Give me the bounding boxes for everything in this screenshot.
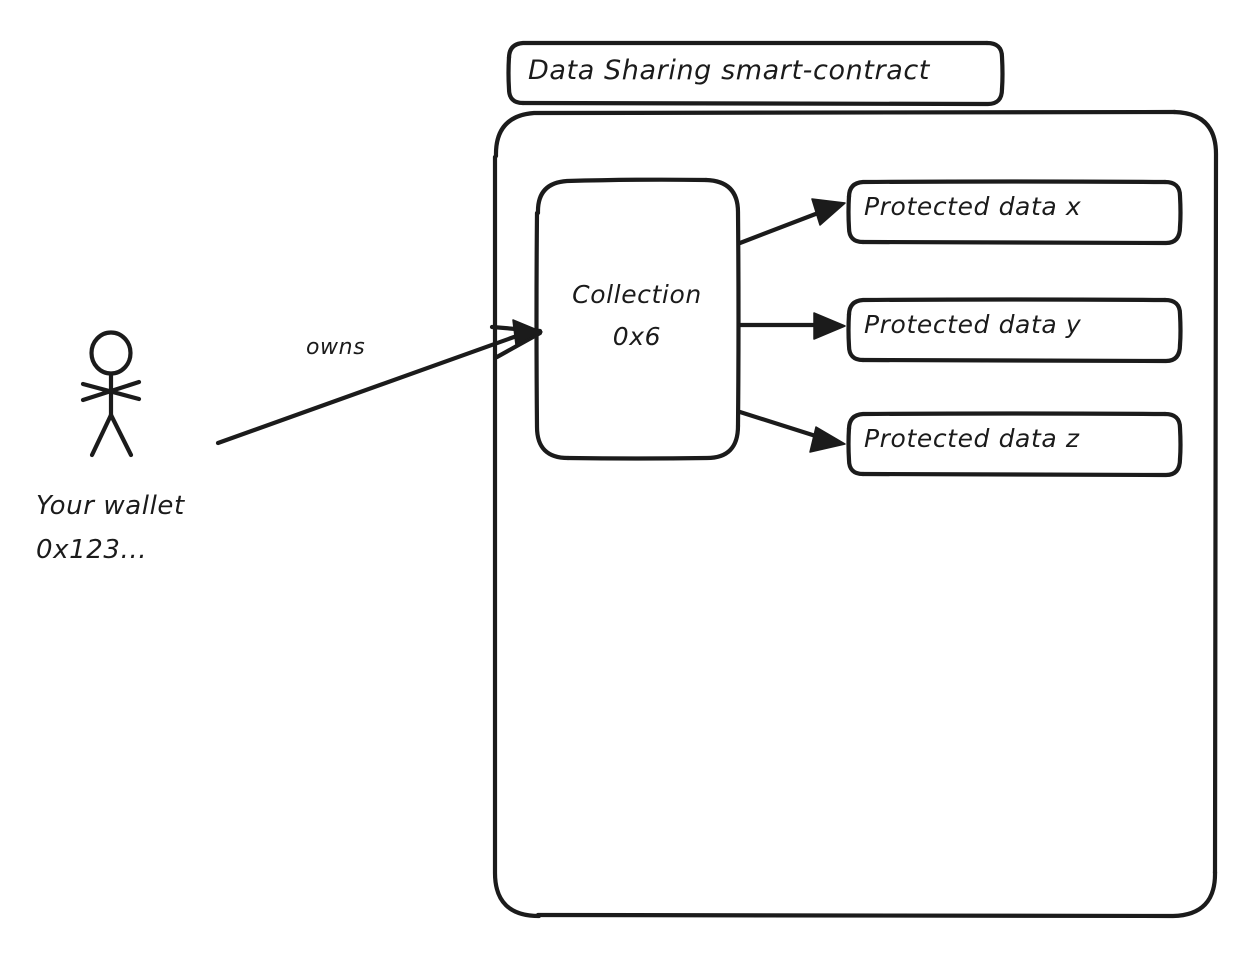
arrow-wallet-owns-collection xyxy=(215,319,543,446)
collection-box[interactable] xyxy=(534,177,741,461)
contract-title-box[interactable] xyxy=(506,40,1005,107)
collection-name-line1: Collection xyxy=(572,280,702,309)
protected-data-label-y: Protected data y xyxy=(864,310,1082,339)
arrow-collection-to-data-y xyxy=(737,312,846,340)
owns-edge-label: owns xyxy=(306,335,366,360)
wallet-person-icon xyxy=(80,330,142,458)
wallet-label: Your wallet 0x123... xyxy=(36,484,296,572)
wallet-label-line2: 0x123... xyxy=(36,535,148,565)
collection-name-line2: 0x6 xyxy=(612,322,662,351)
arrow-collection-to-data-z xyxy=(737,409,846,453)
arrow-collection-to-data-x xyxy=(737,198,846,246)
wallet-label-line1: Your wallet xyxy=(36,491,185,521)
protected-data-label-z: Protected data z xyxy=(864,424,1080,453)
collection-label: Collection 0x6 xyxy=(537,274,737,358)
protected-data-box-x[interactable] xyxy=(846,179,1183,246)
protected-data-box-z[interactable] xyxy=(846,411,1183,478)
contract-title-label: Data Sharing smart-contract xyxy=(528,55,930,86)
protected-data-label-x: Protected data x xyxy=(864,192,1082,221)
protected-data-box-y[interactable] xyxy=(846,297,1183,364)
